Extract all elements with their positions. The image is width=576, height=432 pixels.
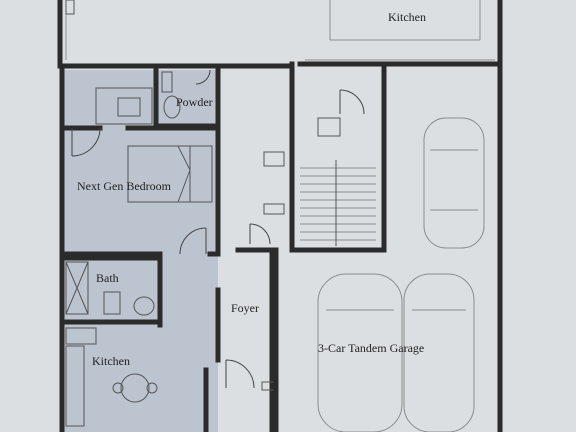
label-kitchen-suite: Kitchen — [92, 354, 130, 368]
label-foyer: Foyer — [231, 301, 259, 315]
label-garage: 3-Car Tandem Garage — [318, 341, 424, 355]
bed-icon — [127, 145, 213, 203]
label-kitchen-top: Kitchen — [388, 10, 426, 24]
upper-kitchen-area — [57, 0, 503, 432]
label-powder: Powder — [176, 95, 213, 109]
car-left-icon — [317, 273, 403, 432]
label-bath: Bath — [96, 271, 119, 285]
car-top-icon — [423, 117, 485, 249]
stair-treads — [300, 167, 376, 241]
sink-icon — [163, 95, 181, 119]
shower-icon — [65, 261, 89, 315]
suite-kitchen — [65, 287, 221, 432]
sink-icon — [133, 296, 155, 316]
next-gen-bedroom-walls — [59, 65, 221, 432]
foyer-walls — [225, 223, 279, 432]
car-right-icon — [403, 273, 475, 432]
label-next-gen-bedroom: Next Gen Bedroom — [77, 179, 172, 193]
bath-room — [59, 255, 163, 328]
table-icon — [120, 373, 150, 403]
stair-core — [263, 61, 387, 253]
toilet-icon — [161, 71, 173, 93]
toilet-icon — [103, 291, 121, 315]
garage — [273, 117, 485, 432]
